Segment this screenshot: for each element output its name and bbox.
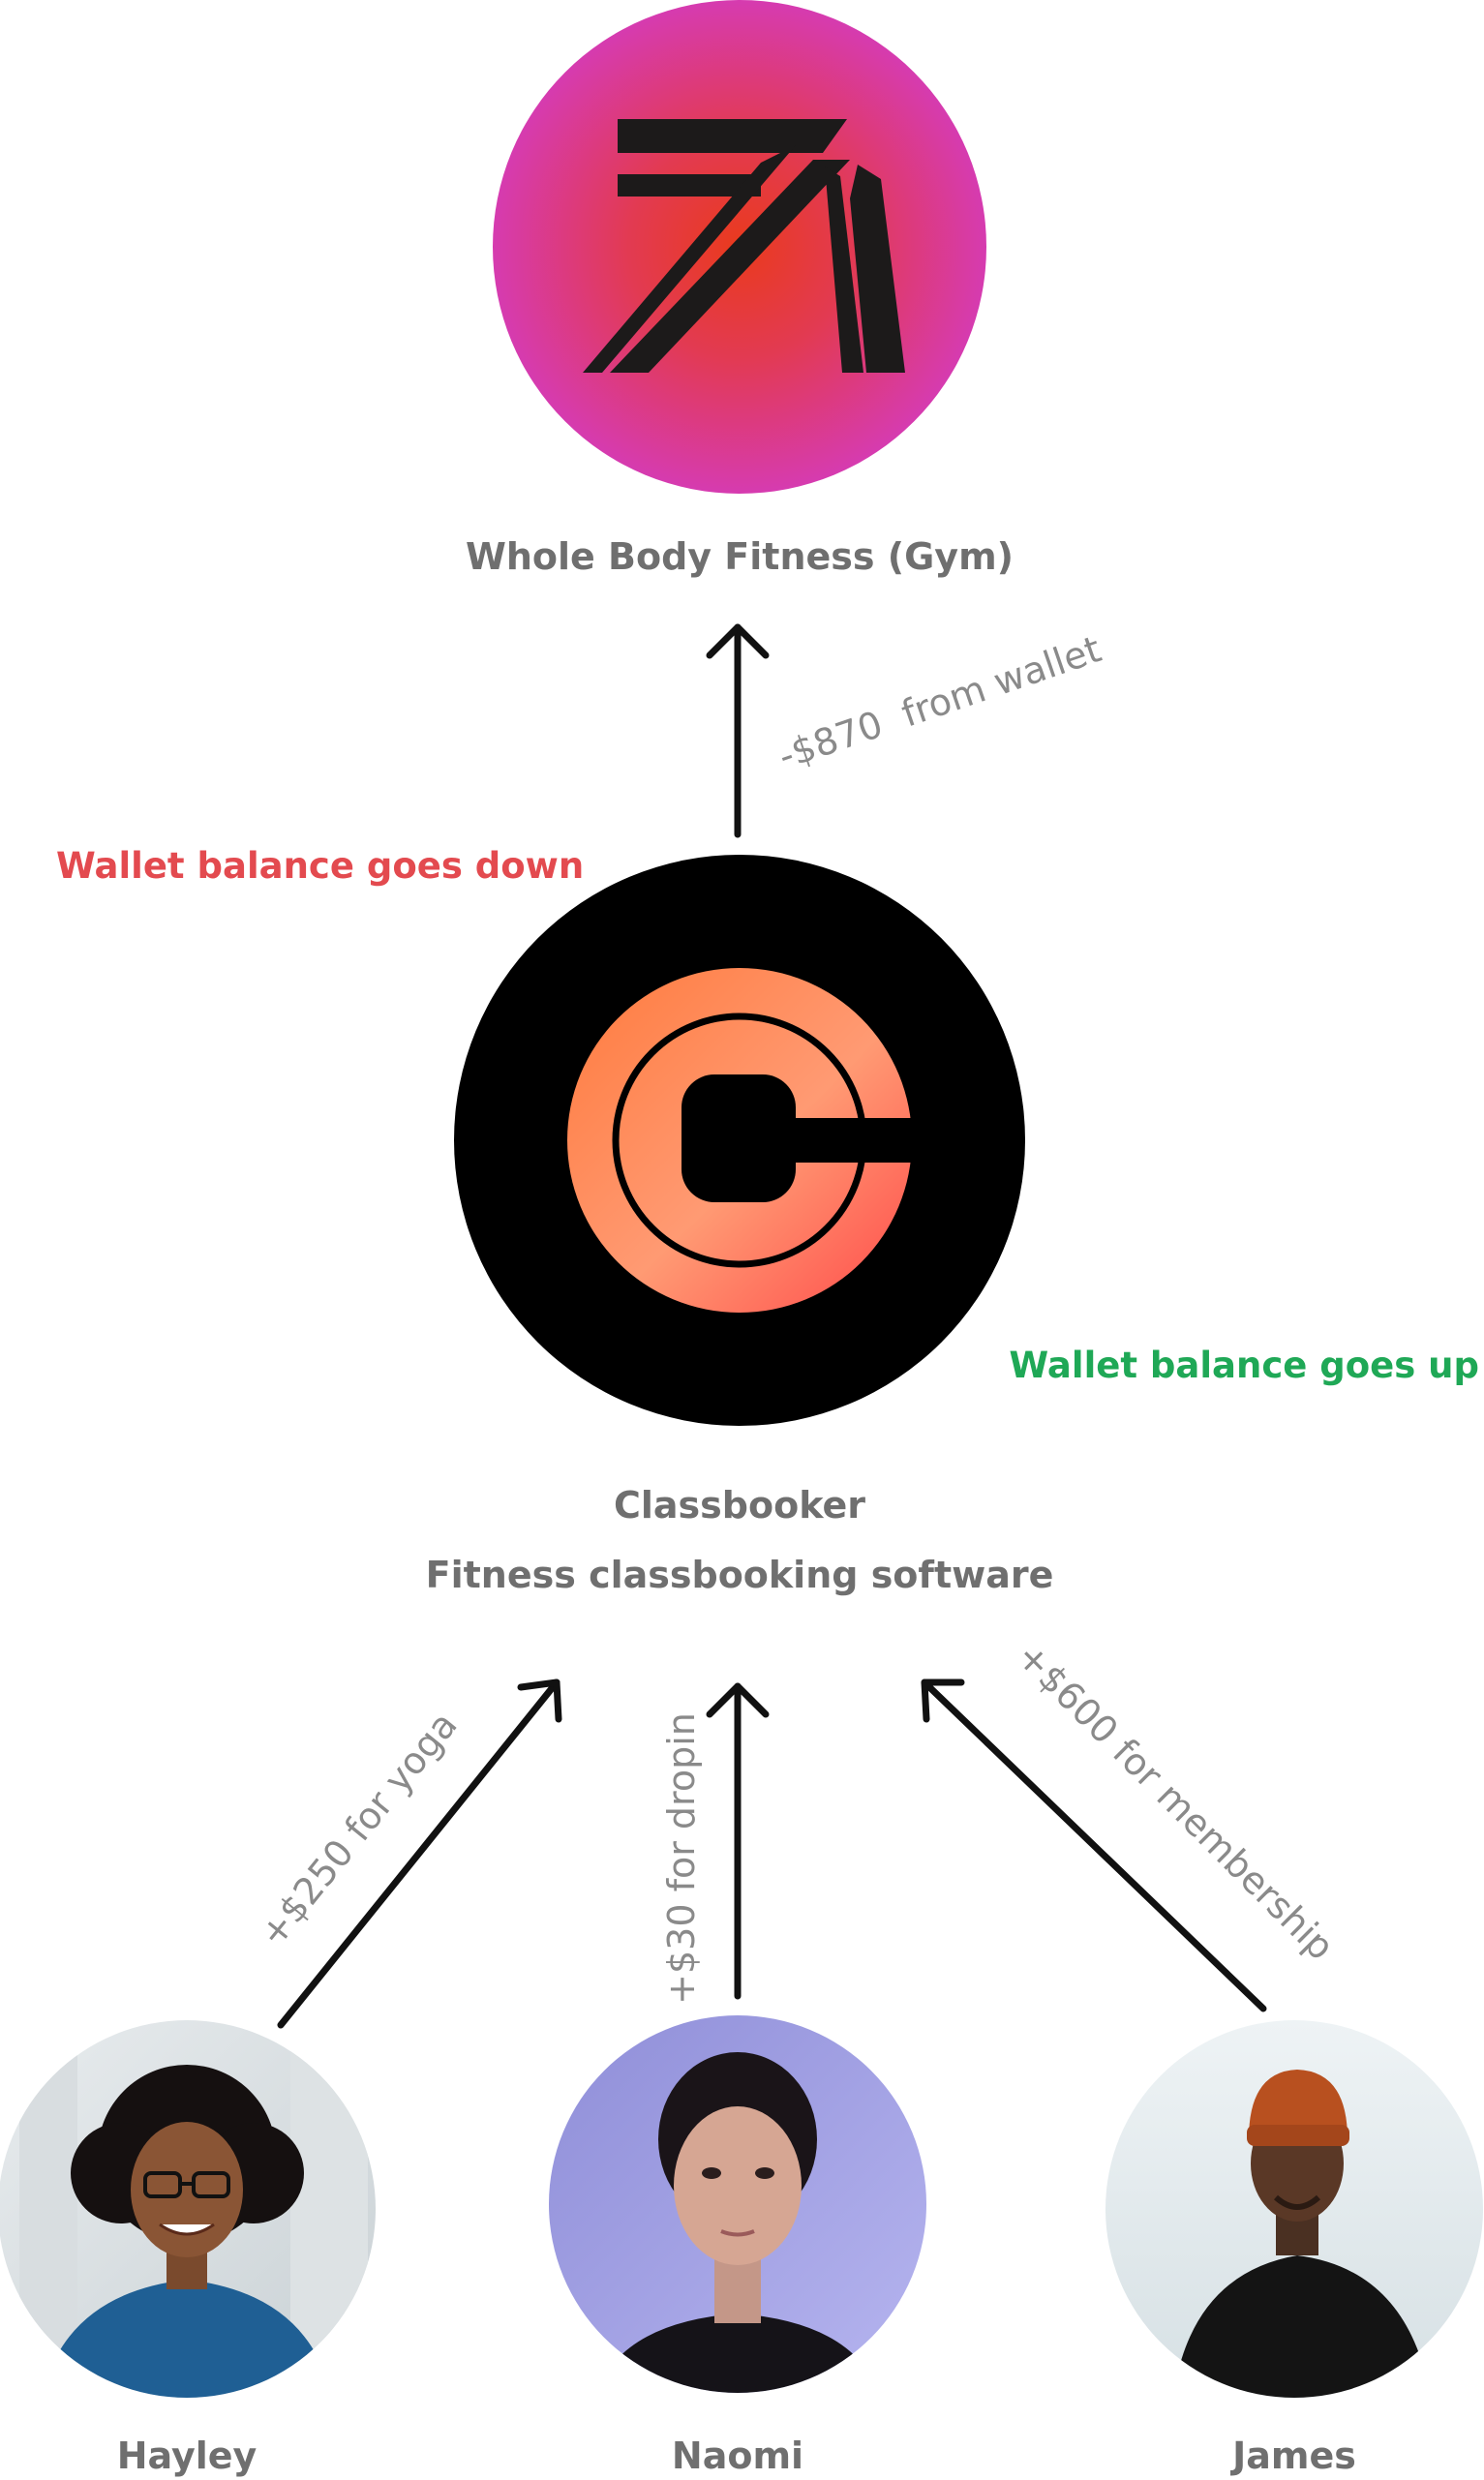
hayley-name: Hayley <box>117 2435 257 2477</box>
naomi-avatar: Naomi <box>549 2015 926 2477</box>
hayley-payment-label: +$250 for yoga <box>251 1704 466 1954</box>
james-name: James <box>1229 2435 1356 2477</box>
naomi-payment-label: +$30 for dropin <box>660 1712 703 2005</box>
classbooker-name: Classbooker <box>614 1484 865 1527</box>
classbooker-subtitle: Fitness classbooking software <box>426 1554 1054 1596</box>
naomi-payment-arrow <box>706 1682 770 2000</box>
wallet-up-label: Wallet balance goes up <box>1009 1345 1479 1386</box>
classbooker-node: Classbooker Fitness classbooking softwar… <box>426 855 1054 1596</box>
gym-name: Whole Body Fitness (Gym) <box>466 535 1014 578</box>
payout-arrow <box>706 623 770 838</box>
james-payment-label: +$600 for membership <box>1009 1634 1343 1968</box>
angled-stripes-logo-icon <box>583 119 905 373</box>
gym-node: Whole Body Fitness (Gym) <box>466 0 1014 578</box>
payout-label: -$870 from wallet <box>773 627 1106 777</box>
hayley-payment-arrow <box>277 1679 562 2029</box>
c-ring-logo-icon <box>567 968 915 1313</box>
james-avatar: James <box>1105 2020 1483 2477</box>
wallet-down-label: Wallet balance goes down <box>56 845 584 887</box>
hayley-avatar: Hayley <box>0 2020 376 2477</box>
james-payment-arrow <box>921 1679 1267 2012</box>
naomi-name: Naomi <box>672 2435 803 2477</box>
